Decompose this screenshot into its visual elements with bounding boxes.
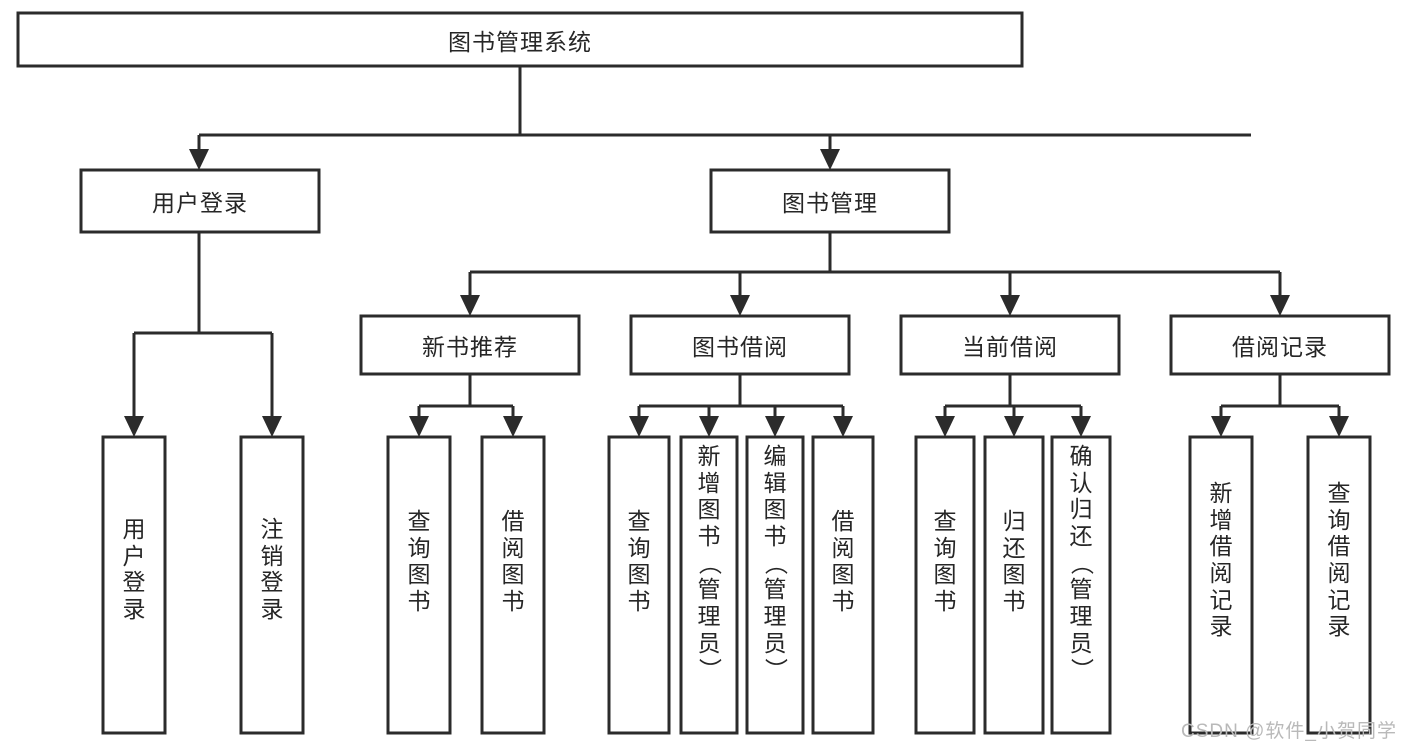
node-leaf-return-book[interactable] (983, 435, 1045, 735)
node-new-book-recommend[interactable] (359, 314, 581, 376)
node-borrow-record[interactable] (1169, 314, 1391, 376)
node-leaf-add-borrow-record[interactable] (1188, 435, 1254, 735)
node-leaf-query-borrow-record[interactable] (1306, 435, 1372, 735)
node-leaf-query-book-2[interactable] (607, 435, 671, 735)
node-current-borrow[interactable] (899, 314, 1121, 376)
node-leaf-add-book-admin[interactable] (679, 435, 739, 735)
csdn-watermark: CSDN @软件_小贺同学 (1181, 721, 1397, 742)
connector-user-login-to-leaves (124, 232, 282, 437)
connector-current-borrow-to-leaves (935, 374, 1091, 437)
node-leaf-query-book-1[interactable] (386, 435, 452, 735)
node-root-book-management-system[interactable] (16, 11, 1024, 68)
connector-borrow-record-to-leaves (1211, 374, 1349, 437)
node-book-borrow[interactable] (629, 314, 851, 376)
node-leaf-user-login[interactable] (101, 435, 167, 735)
connector-book-borrow-to-leaves (629, 374, 853, 437)
connector-root-to-level1 (189, 66, 1251, 170)
connector-book-management-to-level2 (460, 232, 1290, 316)
connector-new-book-recommend-to-leaves (409, 374, 523, 437)
node-leaf-borrow-book-1[interactable] (480, 435, 546, 735)
node-leaf-logout[interactable] (239, 435, 305, 735)
node-book-management[interactable] (709, 168, 951, 234)
node-leaf-confirm-return-admin[interactable] (1050, 435, 1112, 735)
node-leaf-query-book-3[interactable] (914, 435, 976, 735)
node-user-login[interactable] (79, 168, 321, 234)
node-leaf-borrow-book-2[interactable] (811, 435, 875, 735)
node-leaf-edit-book-admin[interactable] (745, 435, 805, 735)
